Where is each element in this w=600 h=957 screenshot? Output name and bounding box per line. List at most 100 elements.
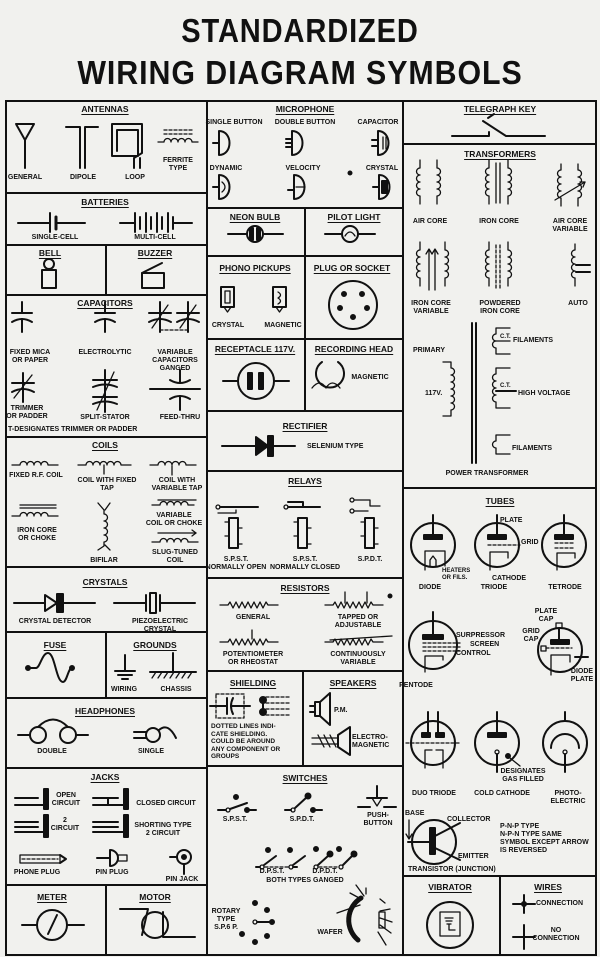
pilot-light-icon <box>324 225 376 243</box>
relay-label: S.P.D.T. <box>357 556 383 563</box>
capacitor-fixed-icon <box>11 301 33 333</box>
capacitor-feed-thru-icon <box>149 369 201 411</box>
ground-label: WIRING <box>110 686 138 693</box>
antennas-title: ANTENNAS <box>81 104 129 114</box>
transformer-label: FILAMENTS <box>513 337 554 344</box>
wire-label: NO CONNECTION <box>532 927 580 942</box>
phono-pickups-title: PHONO PICKUPS <box>219 263 291 273</box>
switch-dpdt-icon <box>313 846 358 870</box>
speaker-label: ELECTRO- MAGNETIC <box>352 734 390 749</box>
resistor-label: POTENTIOMETER OR RHEOSTAT <box>222 651 284 666</box>
headphones-label: DOUBLE <box>37 748 67 755</box>
antenna-general-icon <box>15 123 35 169</box>
antenna-label: LOOP <box>125 174 145 181</box>
microphone-title: MICROPHONE <box>275 104 335 114</box>
microphone-label: DOUBLE BUTTON <box>274 119 336 126</box>
tube-triode-icon <box>474 514 521 571</box>
piezoelectric-crystal-icon <box>113 592 196 614</box>
resistor-tapped-icon <box>324 591 393 609</box>
coils-title: COILS <box>92 440 118 450</box>
transformer-label: FILAMENTS <box>512 445 553 452</box>
switch-label: ROTARY TYPE S.P.6 P. <box>211 908 241 931</box>
capacitor-label: FIXED MICA OR PAPER <box>9 349 51 364</box>
capacitor-label: SPLIT-STATOR <box>80 414 130 421</box>
vibrator-icon <box>426 901 474 949</box>
recording-head-icon <box>311 361 345 389</box>
meter-icon <box>21 909 85 941</box>
ground-chassis-icon <box>149 652 197 679</box>
transformer-label: AIR CORE <box>412 218 448 225</box>
tube-duo-triode-icon <box>405 711 461 769</box>
jack-label: 2 CIRCUIT <box>50 817 80 832</box>
capacitor-note: T-DESIGNATES TRIMMER OR PADDER <box>8 426 138 433</box>
coil-fixed-tap-icon <box>77 460 132 475</box>
resistor-potentiometer-icon <box>219 629 279 646</box>
switches-title: SWITCHES <box>282 773 328 783</box>
receptacle-icon <box>222 362 290 400</box>
rectifier-selenium-icon <box>221 435 296 457</box>
phone-plug-icon <box>19 854 67 864</box>
transformer-label: C.T. <box>500 383 511 389</box>
tube-label: SCREEN <box>470 641 500 648</box>
tube-cold-cathode-icon <box>474 711 521 773</box>
coil-label: VARIABLE COIL OR CHOKE <box>145 512 203 527</box>
jack-label: PIN JACK <box>165 876 199 883</box>
relay-label: S.P.S.T. NORMALLY CLOSED <box>269 556 341 571</box>
coil-slug-tuned-icon <box>151 529 199 543</box>
tube-label: COLD CATHODE <box>474 790 530 797</box>
switch-spdt-icon <box>284 792 323 813</box>
transformer-air-core-variable-icon <box>554 163 586 207</box>
switch-label: PUSH- BUTTON <box>363 812 393 827</box>
transformers-title: TRANSFORMERS <box>464 149 536 159</box>
microphone-label: DYNAMIC <box>209 165 243 172</box>
microphone-label: CAPACITOR <box>357 119 399 126</box>
jack-label: PIN PLUG <box>95 869 129 876</box>
tube-tetrode-icon <box>541 514 587 571</box>
capacitor-split-stator-icon <box>92 369 118 413</box>
transformer-label: AUTO <box>568 300 588 307</box>
section-wires <box>499 875 597 956</box>
switch-dpst-icon <box>255 847 306 870</box>
tube-label: DESIGNATES GAS FILLED <box>500 768 546 783</box>
resistor-label: GENERAL <box>235 614 271 621</box>
transformer-air-core-icon <box>415 159 442 205</box>
jack-label: PHONE PLUG <box>13 869 61 876</box>
coil-bifilar-icon <box>97 502 111 551</box>
speck-dot <box>347 170 353 176</box>
page-title-line2: WIRING DIAGRAM SYMBOLS <box>77 54 523 91</box>
capacitors-title: CAPACITORS <box>77 298 133 308</box>
phono-magnetic-icon <box>272 286 287 313</box>
tube-diode-icon <box>410 514 456 571</box>
capacitor-electrolytic-icon <box>94 301 116 333</box>
switch-label: WAFER <box>317 929 343 936</box>
resistor-label: TAPPED OR ADJUSTABLE <box>334 614 382 629</box>
jack-shorting-icon <box>92 814 129 838</box>
tube-label: DUO TRIODE <box>412 790 456 797</box>
fuse-title: FUSE <box>43 640 67 650</box>
transformer-iron-core-icon <box>484 159 513 205</box>
phono-label: CRYSTAL <box>211 322 245 329</box>
coil-variable-choke-icon <box>151 499 197 506</box>
switch-label: BOTH TYPES GANGED <box>266 877 344 884</box>
tube-label: DIODE <box>418 584 442 591</box>
capacitor-label: ELECTROLYTIC <box>78 349 132 356</box>
wire-no-connection-icon <box>512 924 536 950</box>
coil-label: COIL WITH VARIABLE TAP <box>151 477 203 492</box>
microphone-label: CRYSTAL <box>365 165 399 172</box>
antenna-label: DIPOLE <box>69 174 97 181</box>
bell-title: BELL <box>38 248 62 258</box>
transformer-label: IRON CORE <box>479 218 519 225</box>
resistor-general-icon <box>219 601 279 609</box>
rectifier-label: SELENIUM TYPE <box>307 443 364 450</box>
switch-label: D.P.S.T. <box>259 868 285 875</box>
crystals-title: CRYSTALS <box>82 577 128 587</box>
recording-head-label: MAGNETIC <box>351 374 389 381</box>
transformer-label: AIR CORE VARIABLE <box>552 218 588 233</box>
motor-icon <box>119 908 196 939</box>
shielding-note: DOTTED LINES INDI- CATE SHIELDING. COULD… <box>211 723 281 760</box>
wire-label: CONNECTION <box>536 900 584 907</box>
transformer-iron-core-variable-icon <box>415 241 450 291</box>
tube-label: GRID CAP <box>522 628 540 643</box>
jack-label: SHORTING TYPE 2 CIRCUIT <box>134 822 192 837</box>
